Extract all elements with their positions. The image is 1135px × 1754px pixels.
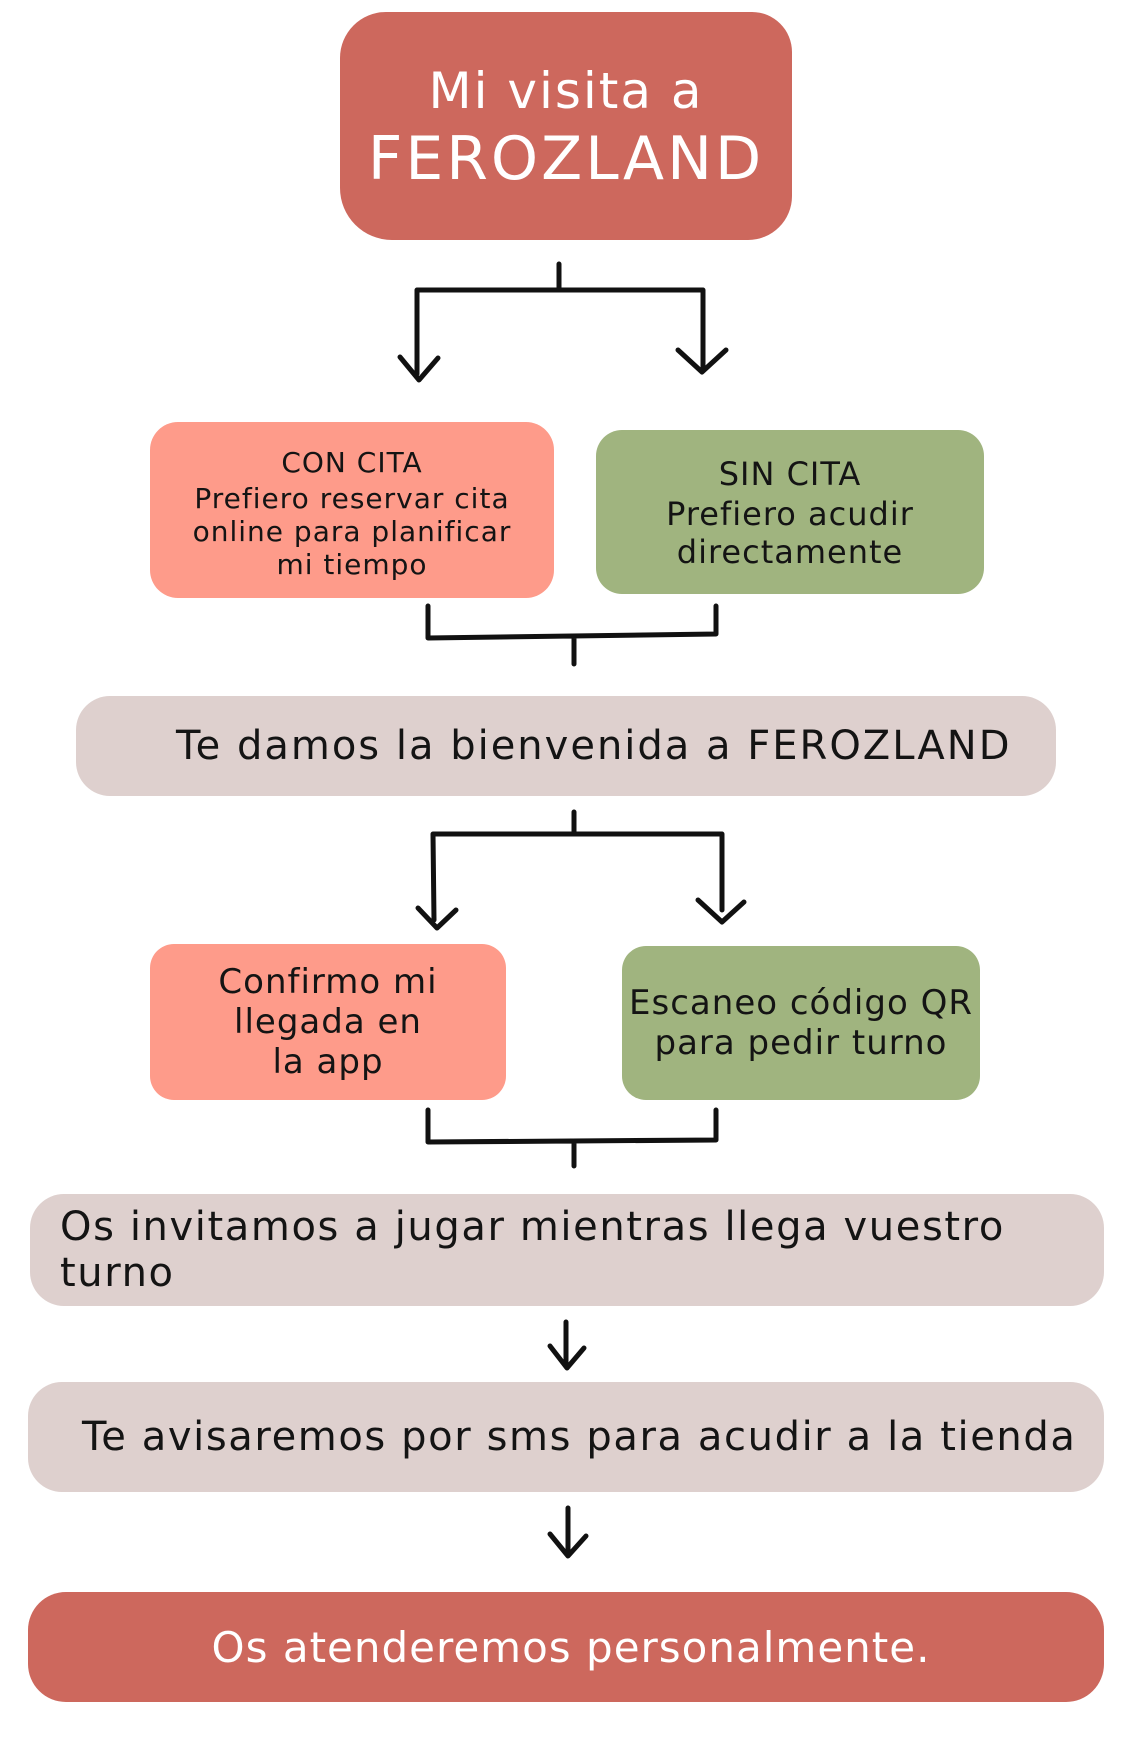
arrow-head-app [415, 905, 459, 931]
invite-band: Os invitamos a jugar mientras llega vues… [30, 1194, 1104, 1306]
title-box: Mi visita a FEROZLAND [340, 12, 792, 240]
split-connector-top [414, 261, 706, 377]
option-con-cita: CON CITA Prefiero reservar cita online p… [150, 422, 554, 598]
option-sin-cita-line-1: Prefiero acudir [666, 495, 914, 533]
arrival-qr-line-2: para pedir turno [654, 1023, 948, 1063]
merge-connector-top [425, 603, 719, 667]
arrival-app-line-1: Confirmo mi [218, 962, 438, 1002]
merge-connector-bottom [425, 1107, 719, 1169]
option-sin-cita-line-2: directamente [676, 533, 904, 571]
invite-text: Os invitamos a jugar mientras llega vues… [60, 1204, 1005, 1296]
sms-text: Te avisaremos por sms para acudir a la t… [82, 1414, 1077, 1460]
option-con-cita-heading: CON CITA [281, 445, 423, 479]
final-text: Os atenderemos personalmente. [211, 1622, 931, 1672]
arrival-qr-line-1: Escaneo código QR [629, 983, 973, 1023]
arrival-app-box: Confirmo mi llegada en la app [150, 944, 506, 1100]
option-con-cita-line-2: online para planificar [192, 514, 512, 548]
option-con-cita-line-1: Prefiero reservar cita [194, 481, 510, 515]
split-connector-middle [430, 809, 725, 923]
arrow-invite-to-sms [547, 1319, 587, 1371]
arrow-sms-to-final [547, 1505, 589, 1559]
sms-band: Te avisaremos por sms para acudir a la t… [28, 1382, 1104, 1492]
welcome-band: Te damos la bienvenida a FEROZLAND [76, 696, 1056, 796]
welcome-text: Te damos la bienvenida a FEROZLAND [176, 723, 1012, 769]
option-sin-cita-heading: SIN CITA [718, 455, 862, 493]
option-con-cita-line-3: mi tiempo [276, 547, 428, 581]
arrival-app-line-3: la app [272, 1042, 384, 1082]
arrow-head-sin-cita [675, 347, 729, 375]
arrival-app-line-2: llegada en [234, 1002, 422, 1042]
option-sin-cita: SIN CITA Prefiero acudir directamente [596, 430, 984, 594]
title-line-1: Mi visita a [428, 62, 704, 120]
title-line-2: FEROZLAND [367, 124, 765, 194]
arrow-head-con-cita [397, 354, 441, 383]
final-box: Os atenderemos personalmente. [28, 1592, 1104, 1702]
arrival-qr-box: Escaneo código QR para pedir turno [622, 946, 980, 1100]
arrow-head-qr [695, 897, 747, 925]
